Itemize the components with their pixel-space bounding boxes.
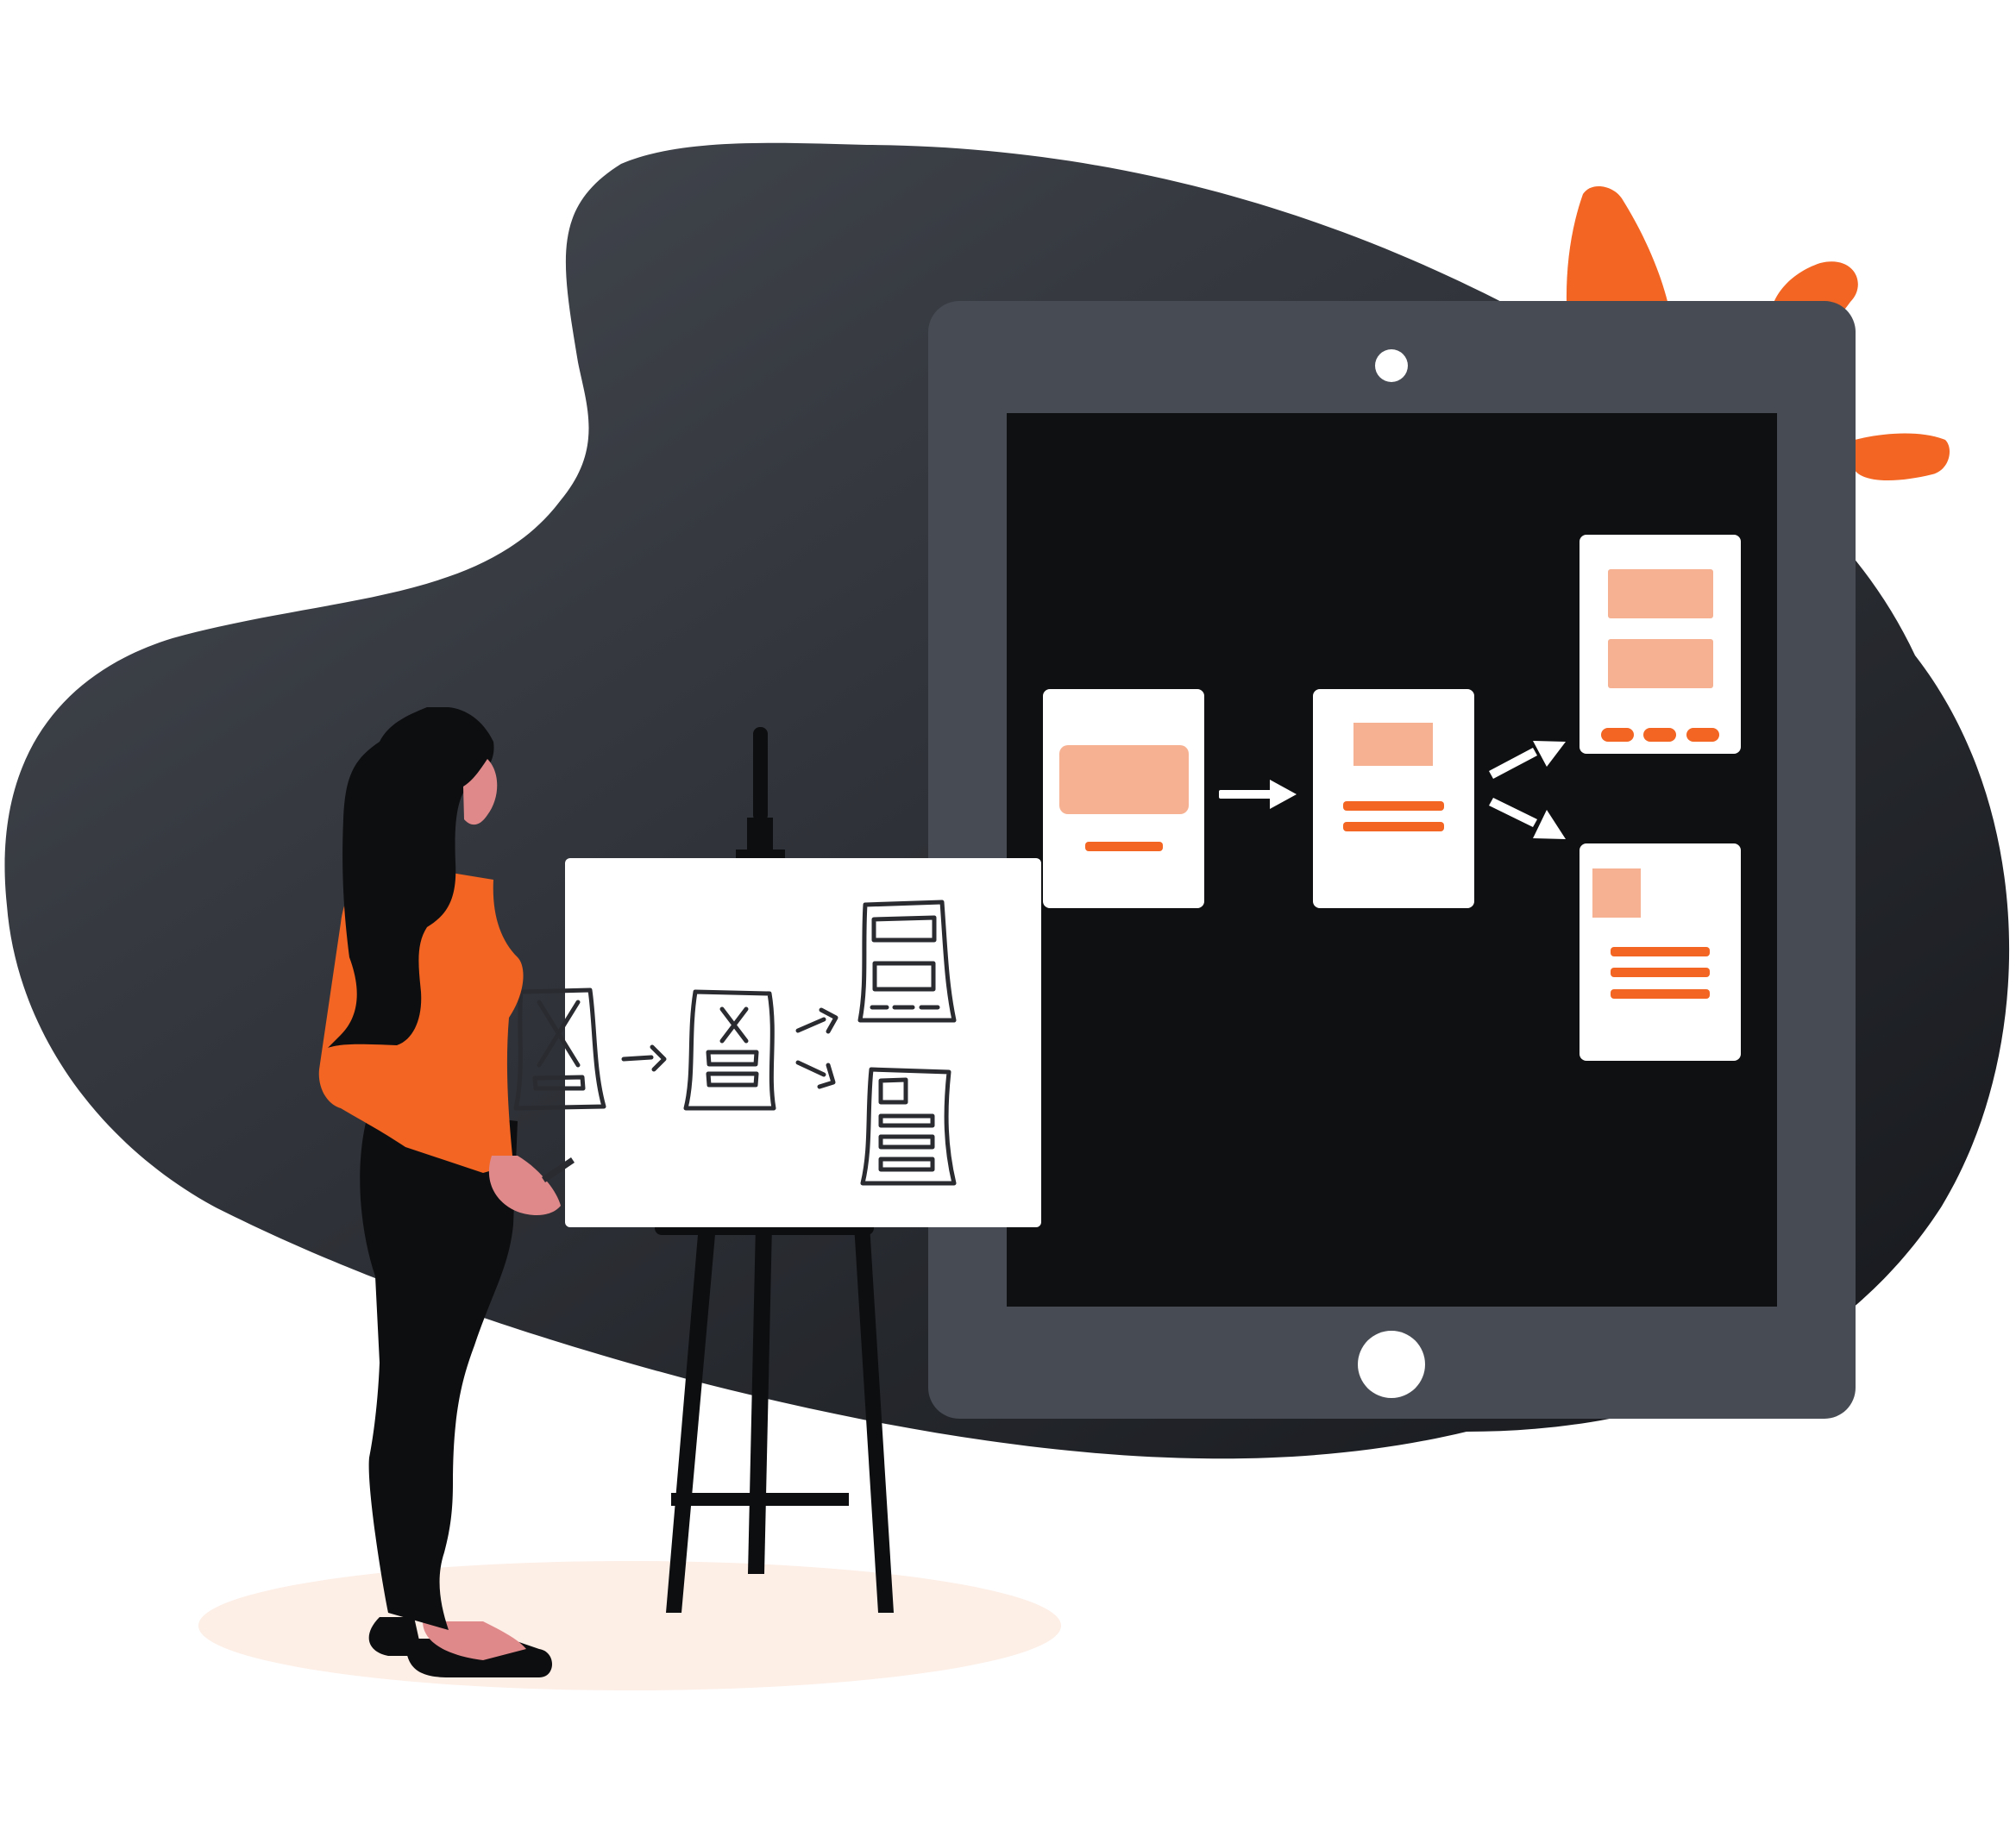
board-sketches <box>513 900 957 1186</box>
foot-skin <box>423 1621 526 1660</box>
floor-shadow <box>198 1561 1061 1690</box>
arrow-up-right-icon <box>1489 741 1566 779</box>
landing-card <box>1043 689 1204 908</box>
sketch-article <box>860 1067 957 1186</box>
easel-board <box>565 858 1041 1227</box>
tablet-device <box>928 301 1856 1419</box>
sketch-arrow-1 <box>621 1044 667 1072</box>
easel-mast <box>753 727 768 822</box>
hair <box>328 707 494 1048</box>
list-card <box>1580 535 1741 754</box>
arrow-down-right-icon <box>1489 798 1566 839</box>
woman-figure <box>318 707 575 1677</box>
sketch-arrow-3 <box>795 1060 836 1089</box>
tablet-camera-dot <box>1375 349 1408 382</box>
easel <box>655 727 894 1613</box>
pen <box>542 1157 575 1182</box>
sketch-hero <box>513 987 606 1111</box>
sketch-arrow-2 <box>795 1007 838 1034</box>
pants <box>360 1104 518 1630</box>
article-card <box>1580 843 1741 1061</box>
sketch-detail <box>683 989 776 1111</box>
sketch-list <box>857 900 957 1023</box>
detail-card <box>1313 689 1474 908</box>
arrow-right-icon <box>1219 780 1297 809</box>
face <box>463 759 498 825</box>
tablet-home-button <box>1358 1331 1425 1398</box>
arm <box>488 1156 561 1216</box>
